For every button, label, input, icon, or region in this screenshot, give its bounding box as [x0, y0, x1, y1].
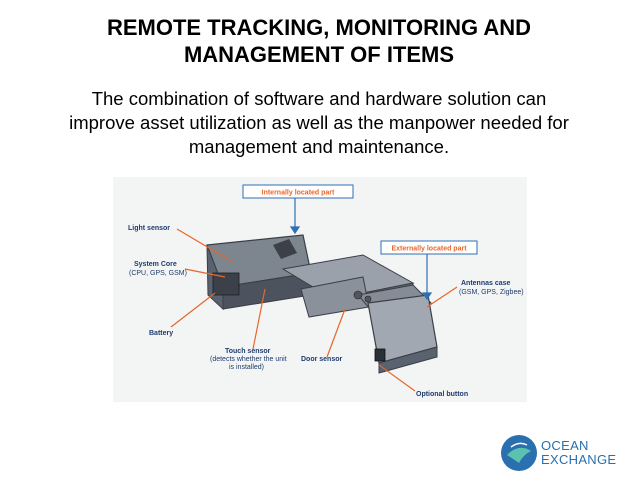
touch-sensor-detail-1: (detects whether the unit	[210, 356, 287, 363]
slide-title: REMOTE TRACKING, MONITORING AND MANAGEME…	[0, 14, 638, 68]
touch-sensor-detail-2: is installed)	[229, 364, 264, 371]
device-diagram-svg: Internally located part Externally locat…	[128, 184, 524, 398]
callout-lines	[170, 228, 458, 392]
external-label-box	[380, 240, 478, 255]
optional-button-label: Optional button	[416, 391, 468, 398]
antennas-case-detail: (GSM, GPS, Zigbee)	[459, 289, 524, 296]
light-sensor-label: Light sensor	[128, 225, 170, 232]
body-line-2: improve asset utilization as well as the…	[69, 112, 569, 133]
system-core-detail: (CPU, GPS, GSM)	[129, 270, 187, 277]
slide-body-text: The combination of software and hardware…	[8, 87, 630, 159]
system-core-label: System Core	[134, 261, 177, 268]
internal-label-box	[242, 184, 354, 199]
antennas-case-label: Antennas case	[461, 280, 511, 287]
device-illustration	[206, 234, 438, 374]
body-line-3: management and maintenance.	[188, 136, 450, 157]
body-line-1: The combination of software and hardware…	[91, 88, 547, 109]
logo-line-1: OCEAN	[541, 438, 589, 453]
logo-line-2: EXCHANGE	[541, 452, 617, 467]
ocean-exchange-logo	[499, 433, 629, 473]
globe-icon	[501, 435, 537, 471]
box-arrows	[289, 197, 433, 301]
title-line-2: MANAGEMENT OF ITEMS	[183, 42, 455, 67]
title-line-1: REMOTE TRACKING, MONITORING AND	[106, 15, 532, 40]
touch-sensor-label: Touch sensor	[225, 348, 271, 355]
internal-part-label: Internally located part	[262, 190, 335, 197]
door-sensor-label: Door sensor	[301, 356, 343, 363]
device-diagram: Internally located part Externally locat…	[113, 177, 527, 402]
external-part-label: Externally located part	[391, 246, 467, 253]
battery-label: Battery	[149, 330, 173, 337]
